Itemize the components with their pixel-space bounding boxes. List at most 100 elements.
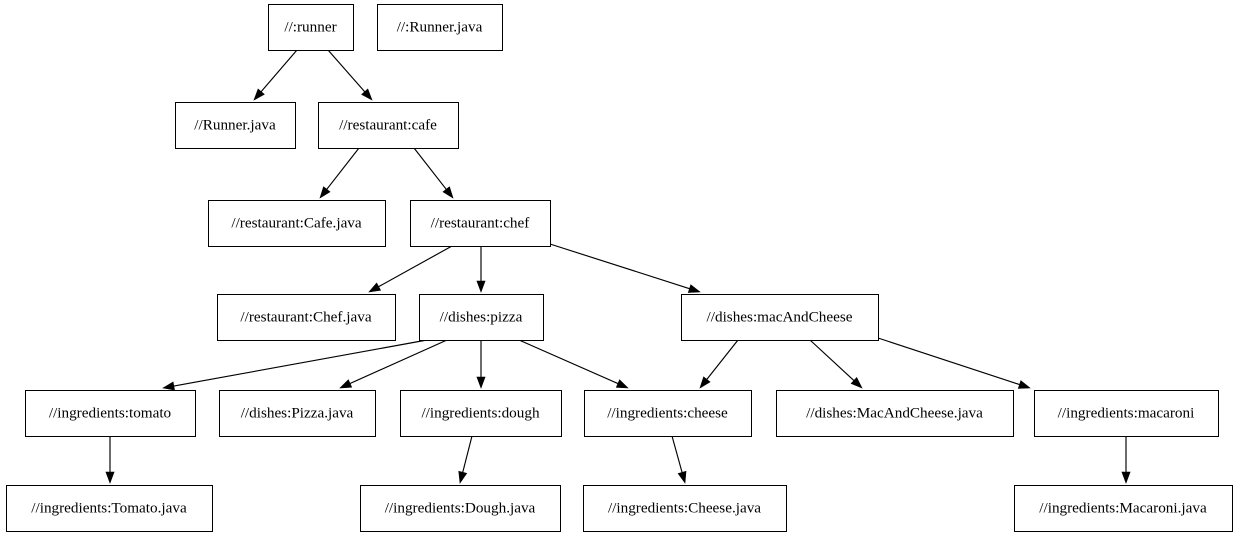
edge-line xyxy=(260,49,298,93)
node-box[interactable] xyxy=(419,294,544,341)
graph-node[interactable]: //ingredients:Macaroni.java xyxy=(1014,485,1233,532)
graph-edge xyxy=(518,339,629,389)
node-label: //ingredients:macaroni xyxy=(1058,404,1195,421)
edge-arrowhead-icon xyxy=(458,470,468,484)
graph-node[interactable]: //:Runner.java xyxy=(377,4,503,51)
graph-node[interactable]: //restaurant:Cafe.java xyxy=(208,200,386,247)
node-box[interactable] xyxy=(219,390,376,437)
node-box[interactable] xyxy=(400,390,562,437)
edge-arrowhead-icon xyxy=(361,88,373,101)
graph-edge xyxy=(413,147,454,199)
graph-node[interactable]: //dishes:pizza xyxy=(419,294,544,341)
node-label: //dishes:Pizza.java xyxy=(241,404,354,421)
graph-edge xyxy=(476,340,486,389)
edge-arrowhead-icon xyxy=(368,282,382,293)
node-label: //ingredients:tomato xyxy=(49,404,172,421)
edge-line xyxy=(413,147,447,190)
graph-edge xyxy=(699,339,739,389)
node-box[interactable] xyxy=(1014,485,1233,532)
edge-line xyxy=(809,339,855,381)
node-box[interactable] xyxy=(583,485,787,532)
edge-line xyxy=(327,49,366,93)
node-label: //dishes:macAndCheese xyxy=(707,308,853,325)
node-box[interactable] xyxy=(1034,390,1219,437)
node-label: //restaurant:cafe xyxy=(339,116,437,133)
node-box[interactable] xyxy=(377,4,503,51)
edge-line xyxy=(349,339,448,385)
graph-node[interactable]: //dishes:Pizza.java xyxy=(219,390,376,437)
node-box[interactable] xyxy=(776,390,1014,437)
graph-node[interactable]: //restaurant:chef xyxy=(410,200,551,247)
edge-line xyxy=(671,435,683,473)
node-label: //ingredients:Tomato.java xyxy=(31,499,187,516)
node-box[interactable] xyxy=(6,485,213,532)
node-box[interactable] xyxy=(681,294,879,341)
graph-edge xyxy=(319,147,360,199)
graph-edge xyxy=(458,435,473,484)
edge-arrowhead-icon xyxy=(105,471,115,484)
node-label: //restaurant:Cafe.java xyxy=(231,214,362,231)
edge-arrowhead-icon xyxy=(339,379,353,389)
graph-node[interactable]: //dishes:macAndCheese xyxy=(681,294,879,341)
graph-edge xyxy=(671,435,687,484)
node-box[interactable] xyxy=(360,485,561,532)
graph-node[interactable]: //Runner.java xyxy=(175,102,296,149)
node-label: //dishes:pizza xyxy=(440,308,523,325)
node-box[interactable] xyxy=(410,200,551,247)
graph-edge xyxy=(809,339,863,389)
node-label: //ingredients:dough xyxy=(421,404,540,421)
node-label: //restaurant:Chef.java xyxy=(240,308,371,325)
graph-node[interactable]: //:runner xyxy=(268,4,354,51)
edge-arrowhead-icon xyxy=(677,470,687,484)
edge-arrowhead-icon xyxy=(476,376,486,389)
edge-line xyxy=(706,339,739,380)
graph-node[interactable]: //ingredients:Dough.java xyxy=(360,485,561,532)
edge-line xyxy=(462,435,473,473)
node-label: //restaurant:chef xyxy=(431,214,531,231)
node-box[interactable] xyxy=(268,4,354,51)
graph-edge xyxy=(368,245,453,293)
node-label: //ingredients:Macaroni.java xyxy=(1039,499,1207,516)
node-label: //:runner xyxy=(284,18,336,35)
node-label: //Runner.java xyxy=(194,116,276,133)
graph-node[interactable]: //dishes:MacAndCheese.java xyxy=(776,390,1014,437)
edge-arrowhead-icon xyxy=(476,280,486,293)
node-box[interactable] xyxy=(217,294,396,341)
node-box[interactable] xyxy=(175,102,296,149)
node-box[interactable] xyxy=(25,390,196,437)
edge-line xyxy=(877,337,1020,386)
edge-line xyxy=(326,147,360,190)
edge-arrowhead-icon xyxy=(699,376,711,389)
graph-node[interactable]: //ingredients:Tomato.java xyxy=(6,485,213,532)
edge-arrowhead-icon xyxy=(1017,380,1031,389)
graph-edge xyxy=(162,339,428,391)
edge-arrowhead-icon xyxy=(1121,471,1131,484)
edge-arrowhead-icon xyxy=(253,88,265,101)
graph-node[interactable]: //ingredients:cheese xyxy=(584,390,752,437)
graph-node[interactable]: //ingredients:tomato xyxy=(25,390,196,437)
node-box[interactable] xyxy=(208,200,386,247)
graph-node[interactable]: //ingredients:Cheese.java xyxy=(583,485,787,532)
graph-edge xyxy=(327,49,373,101)
node-box[interactable] xyxy=(584,390,752,437)
graph-edge xyxy=(549,243,701,293)
edge-line xyxy=(378,245,453,288)
graph-node[interactable]: //restaurant:cafe xyxy=(318,102,459,149)
edge-arrowhead-icon xyxy=(615,379,629,389)
node-box[interactable] xyxy=(318,102,459,149)
graph-node[interactable]: //ingredients:dough xyxy=(400,390,562,437)
graph-edge xyxy=(476,246,486,293)
node-label: //ingredients:cheese xyxy=(607,404,728,421)
edge-arrowhead-icon xyxy=(319,186,331,199)
graph-node[interactable]: //restaurant:Chef.java xyxy=(217,294,396,341)
graph-edge xyxy=(339,339,448,389)
edge-line xyxy=(549,243,690,290)
edges-layer xyxy=(105,49,1131,484)
graph-edge xyxy=(1121,436,1131,484)
node-label: //ingredients:Cheese.java xyxy=(608,499,761,516)
edge-line xyxy=(518,339,619,385)
nodes-layer: //:runner //:Runner.java //Runner.java //re… xyxy=(6,4,1233,532)
graph-node[interactable]: //ingredients:macaroni xyxy=(1034,390,1219,437)
